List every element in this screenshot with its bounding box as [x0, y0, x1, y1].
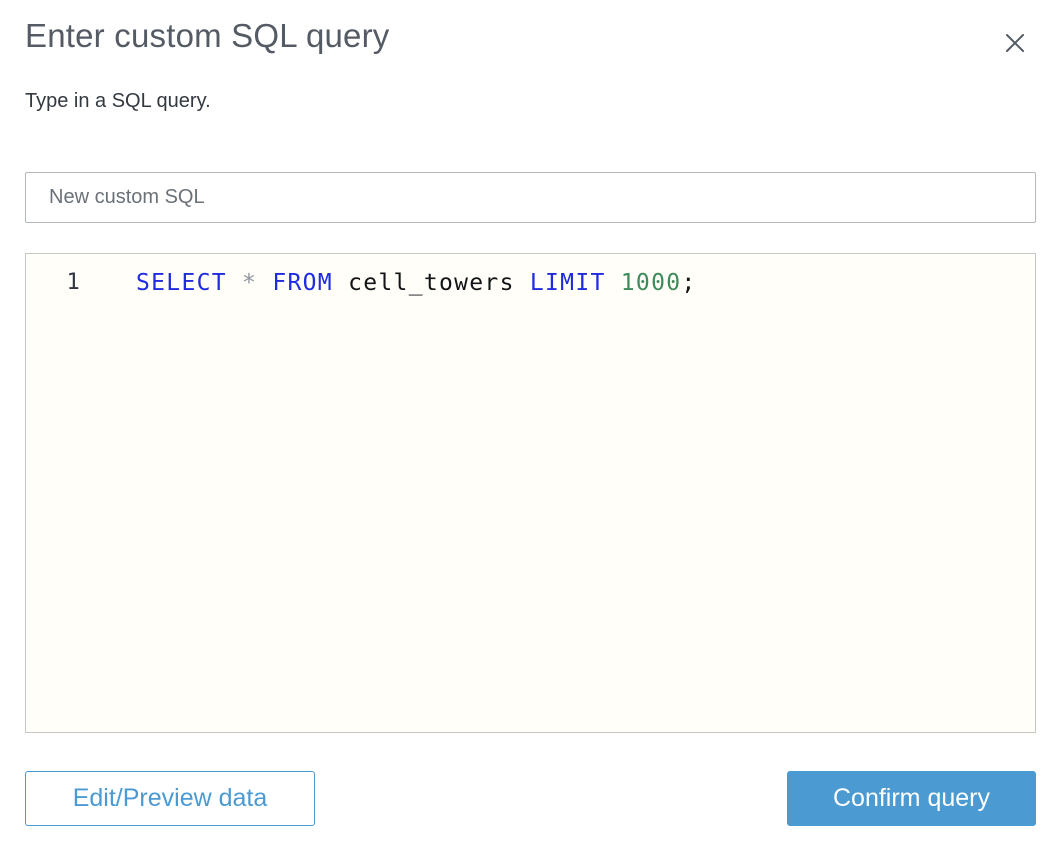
- code-token: [257, 270, 272, 296]
- code-token: 1000: [620, 270, 682, 296]
- edit-preview-data-button[interactable]: Edit/Preview data: [25, 771, 315, 826]
- close-button[interactable]: [1000, 28, 1030, 58]
- code-line: 1 SELECT * FROM cell_towers LIMIT 1000;: [26, 267, 1035, 299]
- code-token: FROM: [272, 270, 333, 296]
- code-token: [606, 270, 621, 296]
- confirm-query-button[interactable]: Confirm query: [787, 771, 1036, 826]
- code-token: SELECT: [136, 270, 227, 296]
- code-token: ;: [681, 270, 697, 296]
- dialog-footer: Edit/Preview data Confirm query: [25, 771, 1036, 826]
- sql-name-input[interactable]: [25, 172, 1036, 223]
- code-token: *: [242, 270, 258, 296]
- code-token: [227, 270, 242, 296]
- close-icon: [1004, 34, 1026, 57]
- code-token: LIMIT: [529, 270, 606, 296]
- code-line-content: SELECT * FROM cell_towers LIMIT 1000;: [117, 267, 697, 299]
- page-title: Enter custom SQL query: [25, 17, 390, 54]
- sql-code-editor[interactable]: 1 SELECT * FROM cell_towers LIMIT 1000;: [25, 253, 1036, 733]
- line-number: 1: [66, 270, 81, 295]
- code-token: cell_towers: [332, 270, 530, 296]
- dialog-header: Enter custom SQL query: [25, 0, 1036, 58]
- dialog-subtitle: Type in a SQL query.: [25, 90, 211, 112]
